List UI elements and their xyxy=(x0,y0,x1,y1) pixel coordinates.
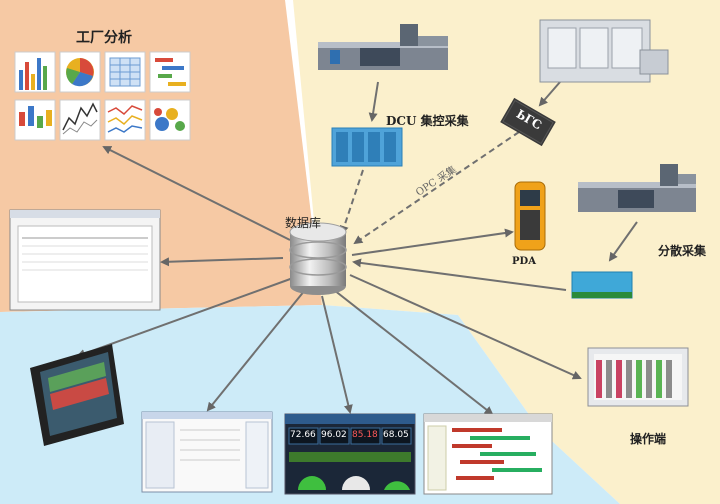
arrow-db-to-pda xyxy=(351,228,514,256)
io-module-icon xyxy=(571,271,633,299)
pda-device-icon xyxy=(514,181,546,251)
gantt-window-icon xyxy=(423,413,553,495)
operator-terminal-label: 操作端 xyxy=(630,432,667,446)
report-document-icon xyxy=(9,209,161,311)
analysis-chart-tiles xyxy=(14,51,191,141)
distributed-collection-label: 分散采集 xyxy=(658,244,707,258)
connection-arrows xyxy=(76,81,638,416)
arrow-db-to-operator xyxy=(349,274,582,380)
dcu-controller-icon xyxy=(331,127,403,167)
dashboard-readout-2: 96.02 xyxy=(321,430,347,440)
arrow-db-to-form xyxy=(206,289,306,412)
bar-chart-tile xyxy=(14,51,56,93)
gantt-chart-tile xyxy=(149,51,191,93)
arrow-machine-to-dcu xyxy=(368,81,379,122)
multi-line-chart-tile xyxy=(104,99,146,141)
dcu-collection-label: DCU 集控采集 xyxy=(386,114,469,128)
boxplot-chart-tile xyxy=(14,99,56,141)
dashboard-readout-4: 68.05 xyxy=(383,430,409,440)
form-window-icon xyxy=(141,411,273,493)
injection-machine-icon xyxy=(318,24,448,70)
arrow-machine-to-module xyxy=(608,221,638,262)
database-icon xyxy=(289,222,347,295)
arrow-db-to-report xyxy=(160,257,284,267)
arrow-db-to-dashboard xyxy=(321,295,353,414)
pda-label: PDA xyxy=(512,256,536,267)
arrow-plc-to-db xyxy=(353,131,520,245)
arrow-dcu-to-db xyxy=(339,169,364,235)
operator-screen-icon xyxy=(587,347,689,407)
dashboard-window-icon xyxy=(284,413,416,495)
arrow-module-to-db xyxy=(352,258,567,291)
dashboard-readout-3: 85.18 xyxy=(352,430,378,440)
database-label: 数据库 xyxy=(285,216,322,230)
bubble-chart-tile xyxy=(149,99,191,141)
pie-chart-tile xyxy=(59,51,101,93)
packaging-machine-icon xyxy=(539,19,669,83)
table-chart-tile xyxy=(104,51,146,93)
plc-block-icon xyxy=(500,97,556,147)
distributed-machine-icon xyxy=(578,164,696,212)
arrow-db-to-gantt xyxy=(333,289,494,416)
arrow-db-to-tablet xyxy=(76,277,294,358)
arrow-db-to-analysis xyxy=(102,146,291,241)
line-chart-tile xyxy=(59,99,101,141)
factory-analysis-label: 工厂分析 xyxy=(76,30,132,46)
dashboard-readout-1: 72.66 xyxy=(290,430,316,440)
tablet-icon xyxy=(30,344,124,446)
arrow-packer-to-plc xyxy=(538,81,561,107)
